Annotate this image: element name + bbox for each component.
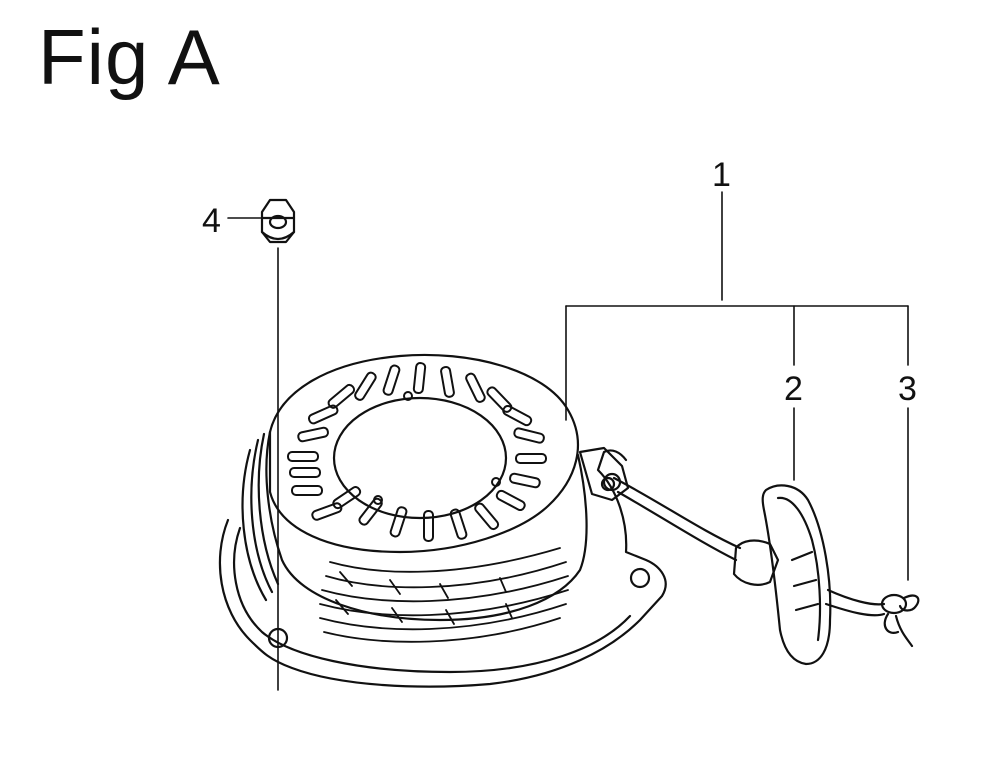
- starter-rope: [612, 476, 742, 562]
- mount-hole-right: [629, 567, 651, 589]
- mount-hole-left: [267, 627, 289, 649]
- callout-1-bracket: [565, 191, 909, 581]
- housing-fins: [319, 547, 569, 643]
- starter-top-cover: [268, 353, 579, 554]
- rope-knot-icon: [824, 588, 920, 648]
- rope-guide: [578, 446, 630, 502]
- callout-2: 2: [784, 370, 803, 408]
- starter-housing-side: [241, 430, 588, 622]
- starter-base-plate: [218, 449, 667, 688]
- callout-4: 4: [202, 202, 221, 240]
- vent-slots: [287, 362, 547, 542]
- flange-nut-icon: [260, 198, 296, 244]
- center-hub: [332, 396, 508, 520]
- callout-1: 1: [712, 156, 731, 194]
- figure-title: Fig A: [38, 13, 221, 101]
- starter-handle-icon: [732, 484, 832, 666]
- callout-3: 3: [898, 370, 917, 408]
